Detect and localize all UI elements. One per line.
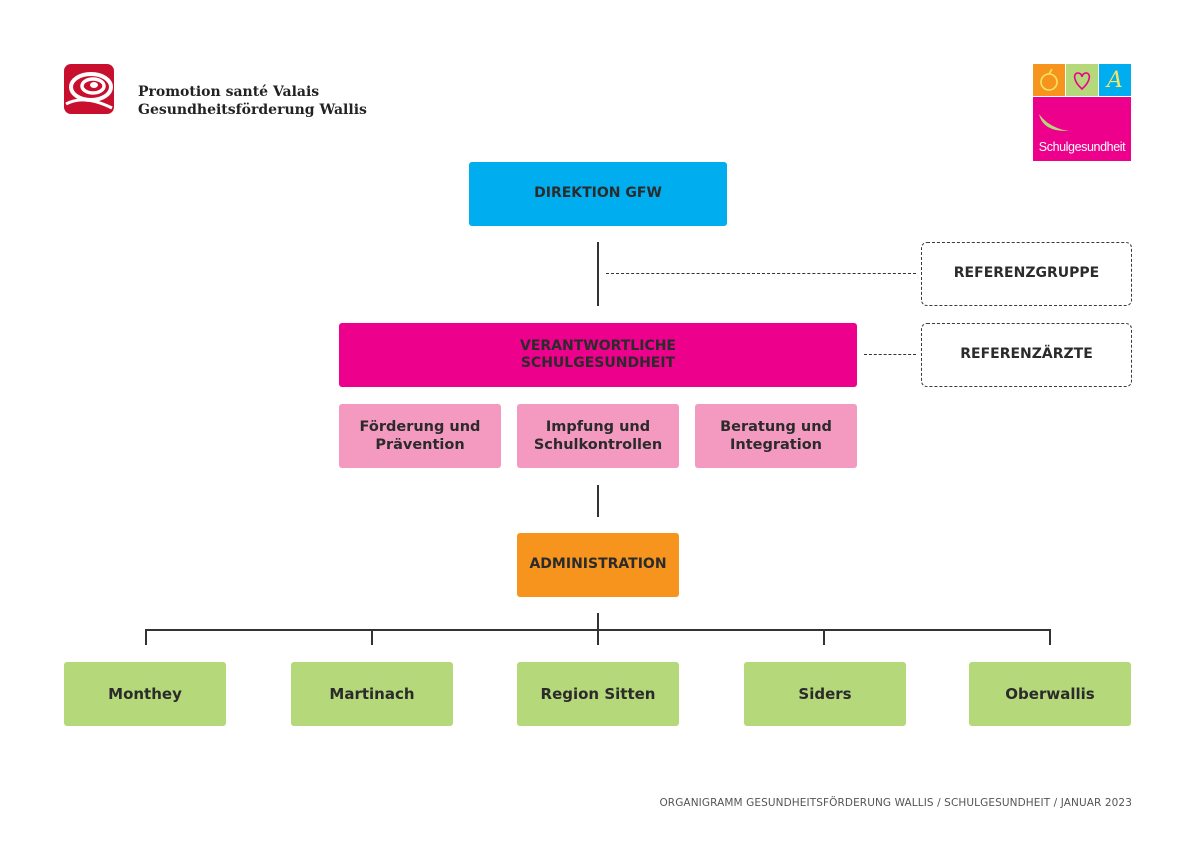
footer-caption: ORGANIGRAMM GESUNDHEITSFÖRDERUNG WALLIS … [659, 797, 1132, 809]
unit-impfung-box: Impfung und Schulkontrollen [517, 404, 679, 468]
badge-label: Schulgesundheit [1038, 140, 1126, 154]
administration-box: ADMINISTRATION [517, 533, 679, 597]
connector-admin [597, 485, 599, 517]
logo-line-de: Gesundheitsförderung Wallis [138, 102, 367, 118]
dashed-connector-referenzgruppe [606, 273, 916, 274]
referenzgruppe-box: REFERENZGRUPPE [921, 242, 1132, 306]
region-siders-box: Siders [744, 662, 906, 726]
connector-regions-bar [145, 629, 1051, 631]
schulgesundheit-badge: A Schulgesundheit [1033, 64, 1131, 161]
direktion-box: DIREKTION GFW [469, 162, 727, 226]
connector-region-2 [371, 629, 373, 645]
region-sitten-box: Region Sitten [517, 662, 679, 726]
badge-graphic-icon [1033, 64, 1131, 161]
promotion-sante-logo [64, 64, 114, 114]
connector-region-1 [145, 629, 147, 645]
connector-region-4 [823, 629, 825, 645]
logo-mark-icon [64, 64, 114, 114]
logo-line-fr: Promotion santé Valais [138, 84, 320, 100]
unit-foerderung-box: Förderung und Prävention [339, 404, 501, 468]
badge-tile-letter: A [1107, 67, 1123, 93]
verantwortliche-box: VERANTWORTLICHE SCHULGESUNDHEIT [339, 323, 857, 387]
dashed-connector-referenzaerzte [864, 354, 916, 355]
connector-direktion [597, 242, 599, 306]
unit-beratung-box: Beratung und Integration [695, 404, 857, 468]
region-monthey-box: Monthey [64, 662, 226, 726]
connector-region-5 [1049, 629, 1051, 645]
referenzaerzte-box: REFERENZÄRZTE [921, 323, 1132, 387]
region-martinach-box: Martinach [291, 662, 453, 726]
logo-text: Promotion santé Valais Gesundheitsförder… [138, 83, 367, 119]
region-oberwallis-box: Oberwallis [969, 662, 1131, 726]
